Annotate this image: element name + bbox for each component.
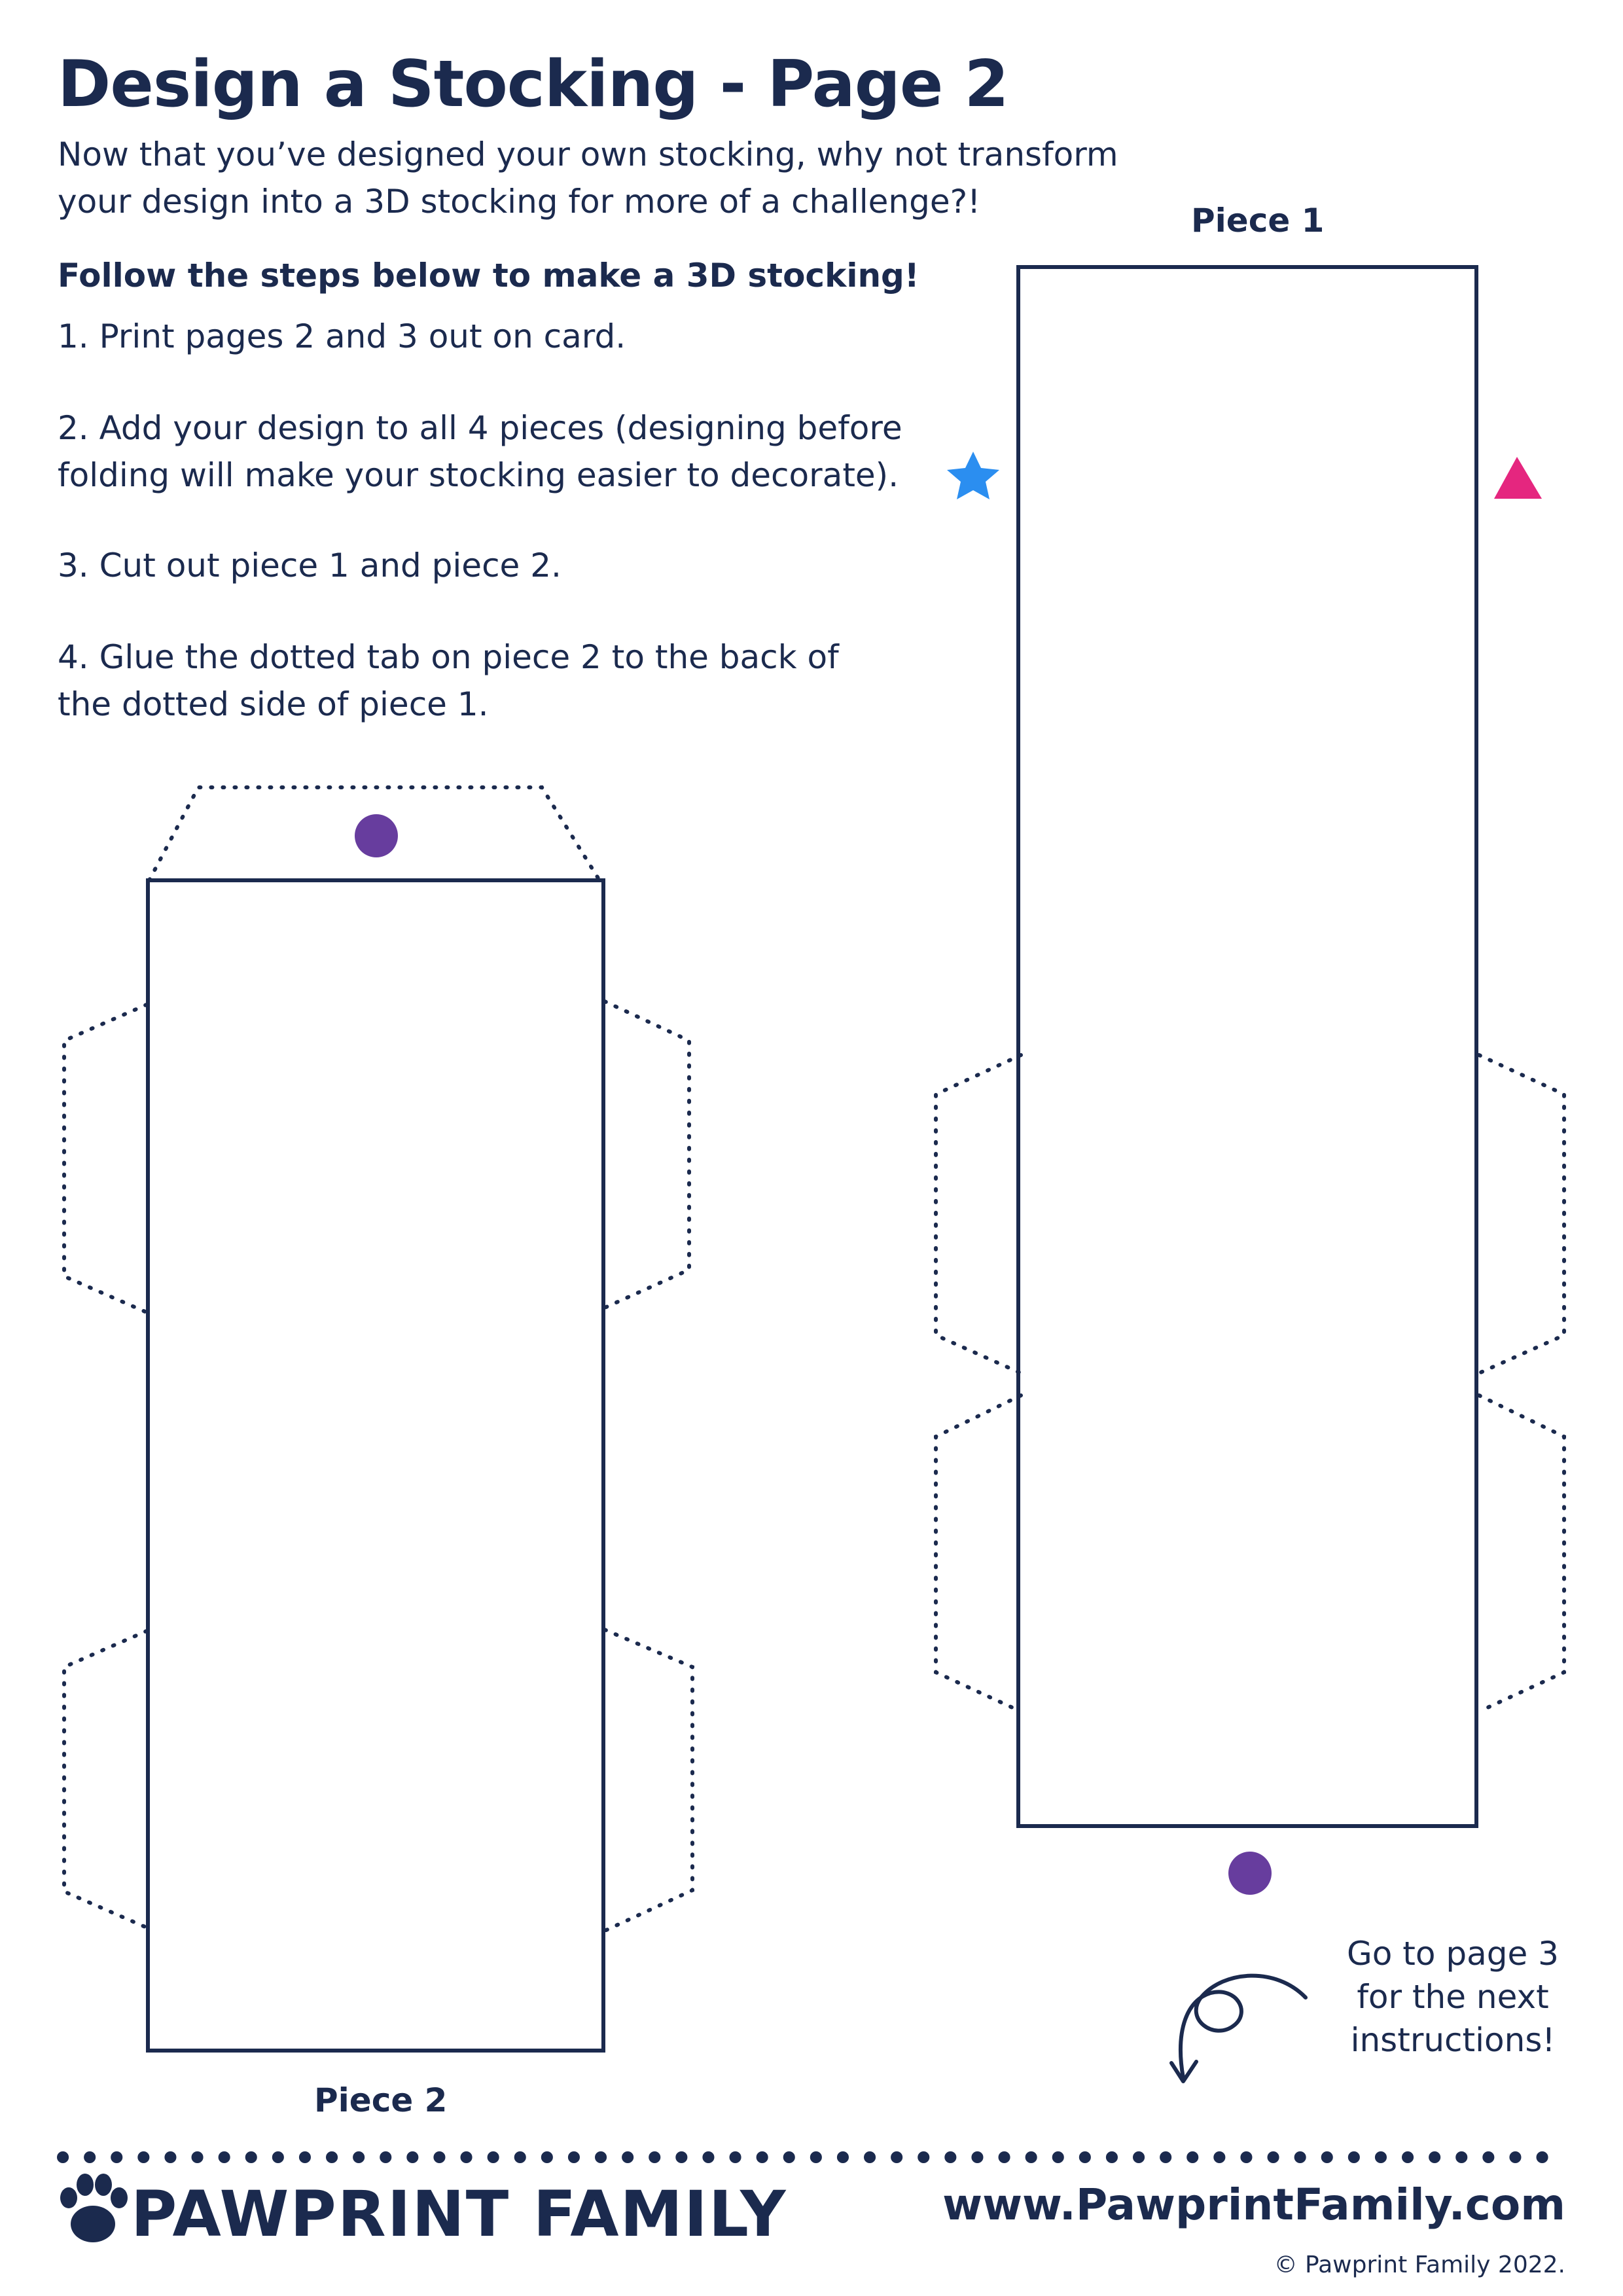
go-to-page-note: Go to page 3 for the next instructions! [1347, 1935, 1559, 2059]
brand-logo: PAWPRINT FAMILY [58, 2178, 787, 2251]
steps-heading: Follow the steps below to make a 3D stoc… [58, 257, 919, 295]
step-4: 4. Glue the dotted tab on piece 2 to the… [58, 638, 839, 723]
piece1-left-tab-lower [934, 1393, 1023, 1713]
step-2: 2. Add your design to all 4 pieces (desi… [58, 409, 902, 494]
star-icon [947, 452, 999, 499]
step-3: 3. Cut out piece 1 and piece 2. [58, 547, 562, 584]
piece2-right-tab-lower [603, 1628, 694, 1933]
paw-icon [60, 2174, 128, 2242]
piece1-body [1016, 265, 1478, 1828]
intro-text: Now that you’ve designed your own stocki… [58, 135, 1118, 221]
copyright-text: © Pawprint Family 2022. [1274, 2251, 1565, 2278]
piece2-left-tab-upper [62, 1003, 149, 1314]
dot-marker-icon [1228, 1852, 1272, 1895]
piece2-left-tab-lower [62, 1629, 149, 1929]
piece2-right-tab-upper [603, 999, 691, 1310]
page-title: Design a Stocking - Page 2 [58, 47, 1009, 122]
piece2-body [146, 878, 605, 2053]
curly-arrow-icon [1169, 1973, 1308, 2083]
step-1: 1. Print pages 2 and 3 out on card. [58, 317, 626, 355]
dot-marker-icon [355, 814, 398, 857]
piece1-right-tab-lower [1477, 1393, 1566, 1713]
piece2-label: Piece 2 [314, 2081, 448, 2119]
triangle-icon [1494, 457, 1542, 499]
brand-name: PAWPRINT FAMILY [131, 2178, 787, 2251]
piece1-right-tab-upper [1477, 1053, 1566, 1375]
piece1-left-tab-upper [934, 1053, 1023, 1375]
website-link[interactable]: www.PawprintFamily.com [942, 2179, 1565, 2230]
piece1-label: Piece 1 [1191, 202, 1325, 240]
